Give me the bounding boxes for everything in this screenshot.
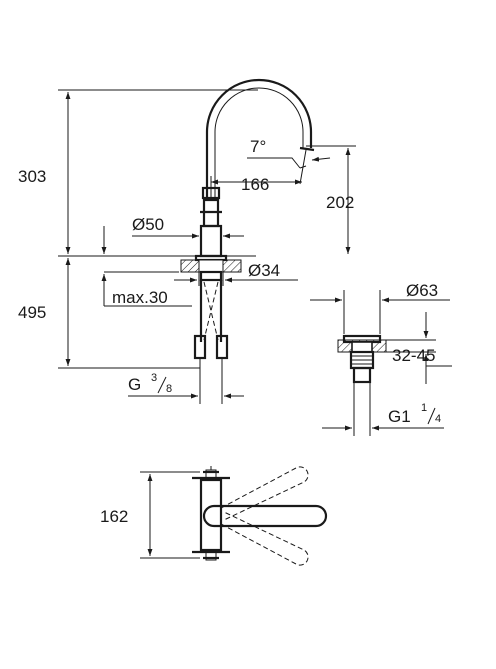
dim-202-label: 202 bbox=[326, 193, 354, 212]
waste-dimensions: Ø63 32-45 G1 1 4 bbox=[310, 281, 452, 436]
spout-swing-down bbox=[220, 511, 309, 566]
top-view-dimensions: 162 bbox=[100, 471, 200, 559]
dim-495-label: 495 bbox=[18, 303, 46, 322]
waste-set bbox=[337, 334, 387, 384]
dim-angle-label: 7° bbox=[250, 137, 266, 156]
dim-166-label: 166 bbox=[241, 175, 269, 194]
spout-top-outline bbox=[202, 504, 328, 528]
spout-body bbox=[205, 78, 313, 200]
svg-text:4: 4 bbox=[435, 413, 441, 425]
svg-text:3: 3 bbox=[151, 372, 157, 384]
dim-162-label: 162 bbox=[100, 507, 128, 526]
dim-g114-label: G1 bbox=[388, 407, 411, 426]
svg-text:1: 1 bbox=[421, 402, 427, 414]
connection-hoses bbox=[193, 280, 229, 370]
dim-d34-label: Ø34 bbox=[248, 261, 280, 280]
faucet-dimensions: 303 495 7° 166 202 Ø50 Ø34 max.30 bbox=[18, 89, 356, 404]
spout-swing-up bbox=[220, 466, 309, 521]
dim-d63-label: Ø63 bbox=[406, 281, 438, 300]
faucet-top-view bbox=[192, 466, 328, 566]
dim-303-label: 303 bbox=[18, 167, 46, 186]
svg-text:8: 8 bbox=[166, 383, 172, 395]
dim-d50-label: Ø50 bbox=[132, 215, 164, 234]
dim-3245-label: 32-45 bbox=[392, 346, 435, 365]
dim-g38-label: G bbox=[128, 375, 141, 394]
faucet-side-view bbox=[180, 78, 315, 370]
dim-max30-label: max.30 bbox=[112, 288, 168, 307]
